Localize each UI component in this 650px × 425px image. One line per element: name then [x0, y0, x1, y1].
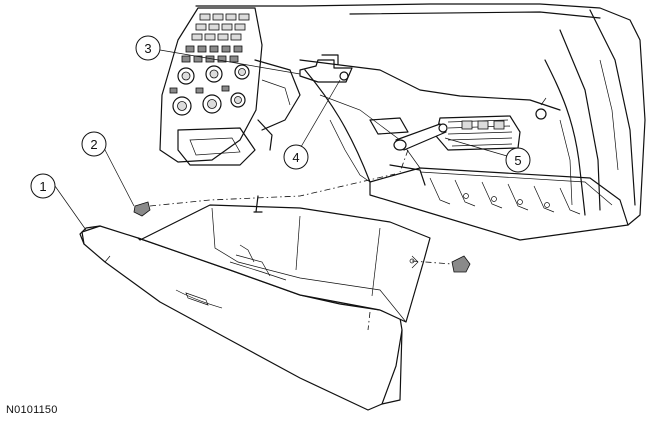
callout-3: 3: [135, 35, 161, 61]
svg-text:5: 5: [514, 153, 521, 168]
door-stop-bumper: [133, 201, 151, 217]
callout-5: 5: [505, 147, 531, 173]
figure-id: N0101150: [6, 404, 58, 416]
alignment-lines: [149, 149, 453, 331]
svg-text:1: 1: [39, 179, 46, 194]
center-stack: [159, 7, 301, 166]
instrument-panel: [195, 3, 646, 241]
glove-box-door: [79, 195, 431, 411]
leader-lines: [54, 49, 508, 231]
door-stop-right: [451, 255, 471, 273]
svg-text:3: 3: [144, 41, 151, 56]
callout-2: 2: [81, 131, 107, 157]
lamp-switch-bracket: [299, 54, 353, 83]
callout-1: 1: [30, 173, 56, 199]
damper-tube: [393, 123, 448, 151]
svg-text:2: 2: [90, 137, 97, 152]
svg-text:4: 4: [292, 150, 299, 165]
callout-4: 4: [283, 144, 309, 170]
